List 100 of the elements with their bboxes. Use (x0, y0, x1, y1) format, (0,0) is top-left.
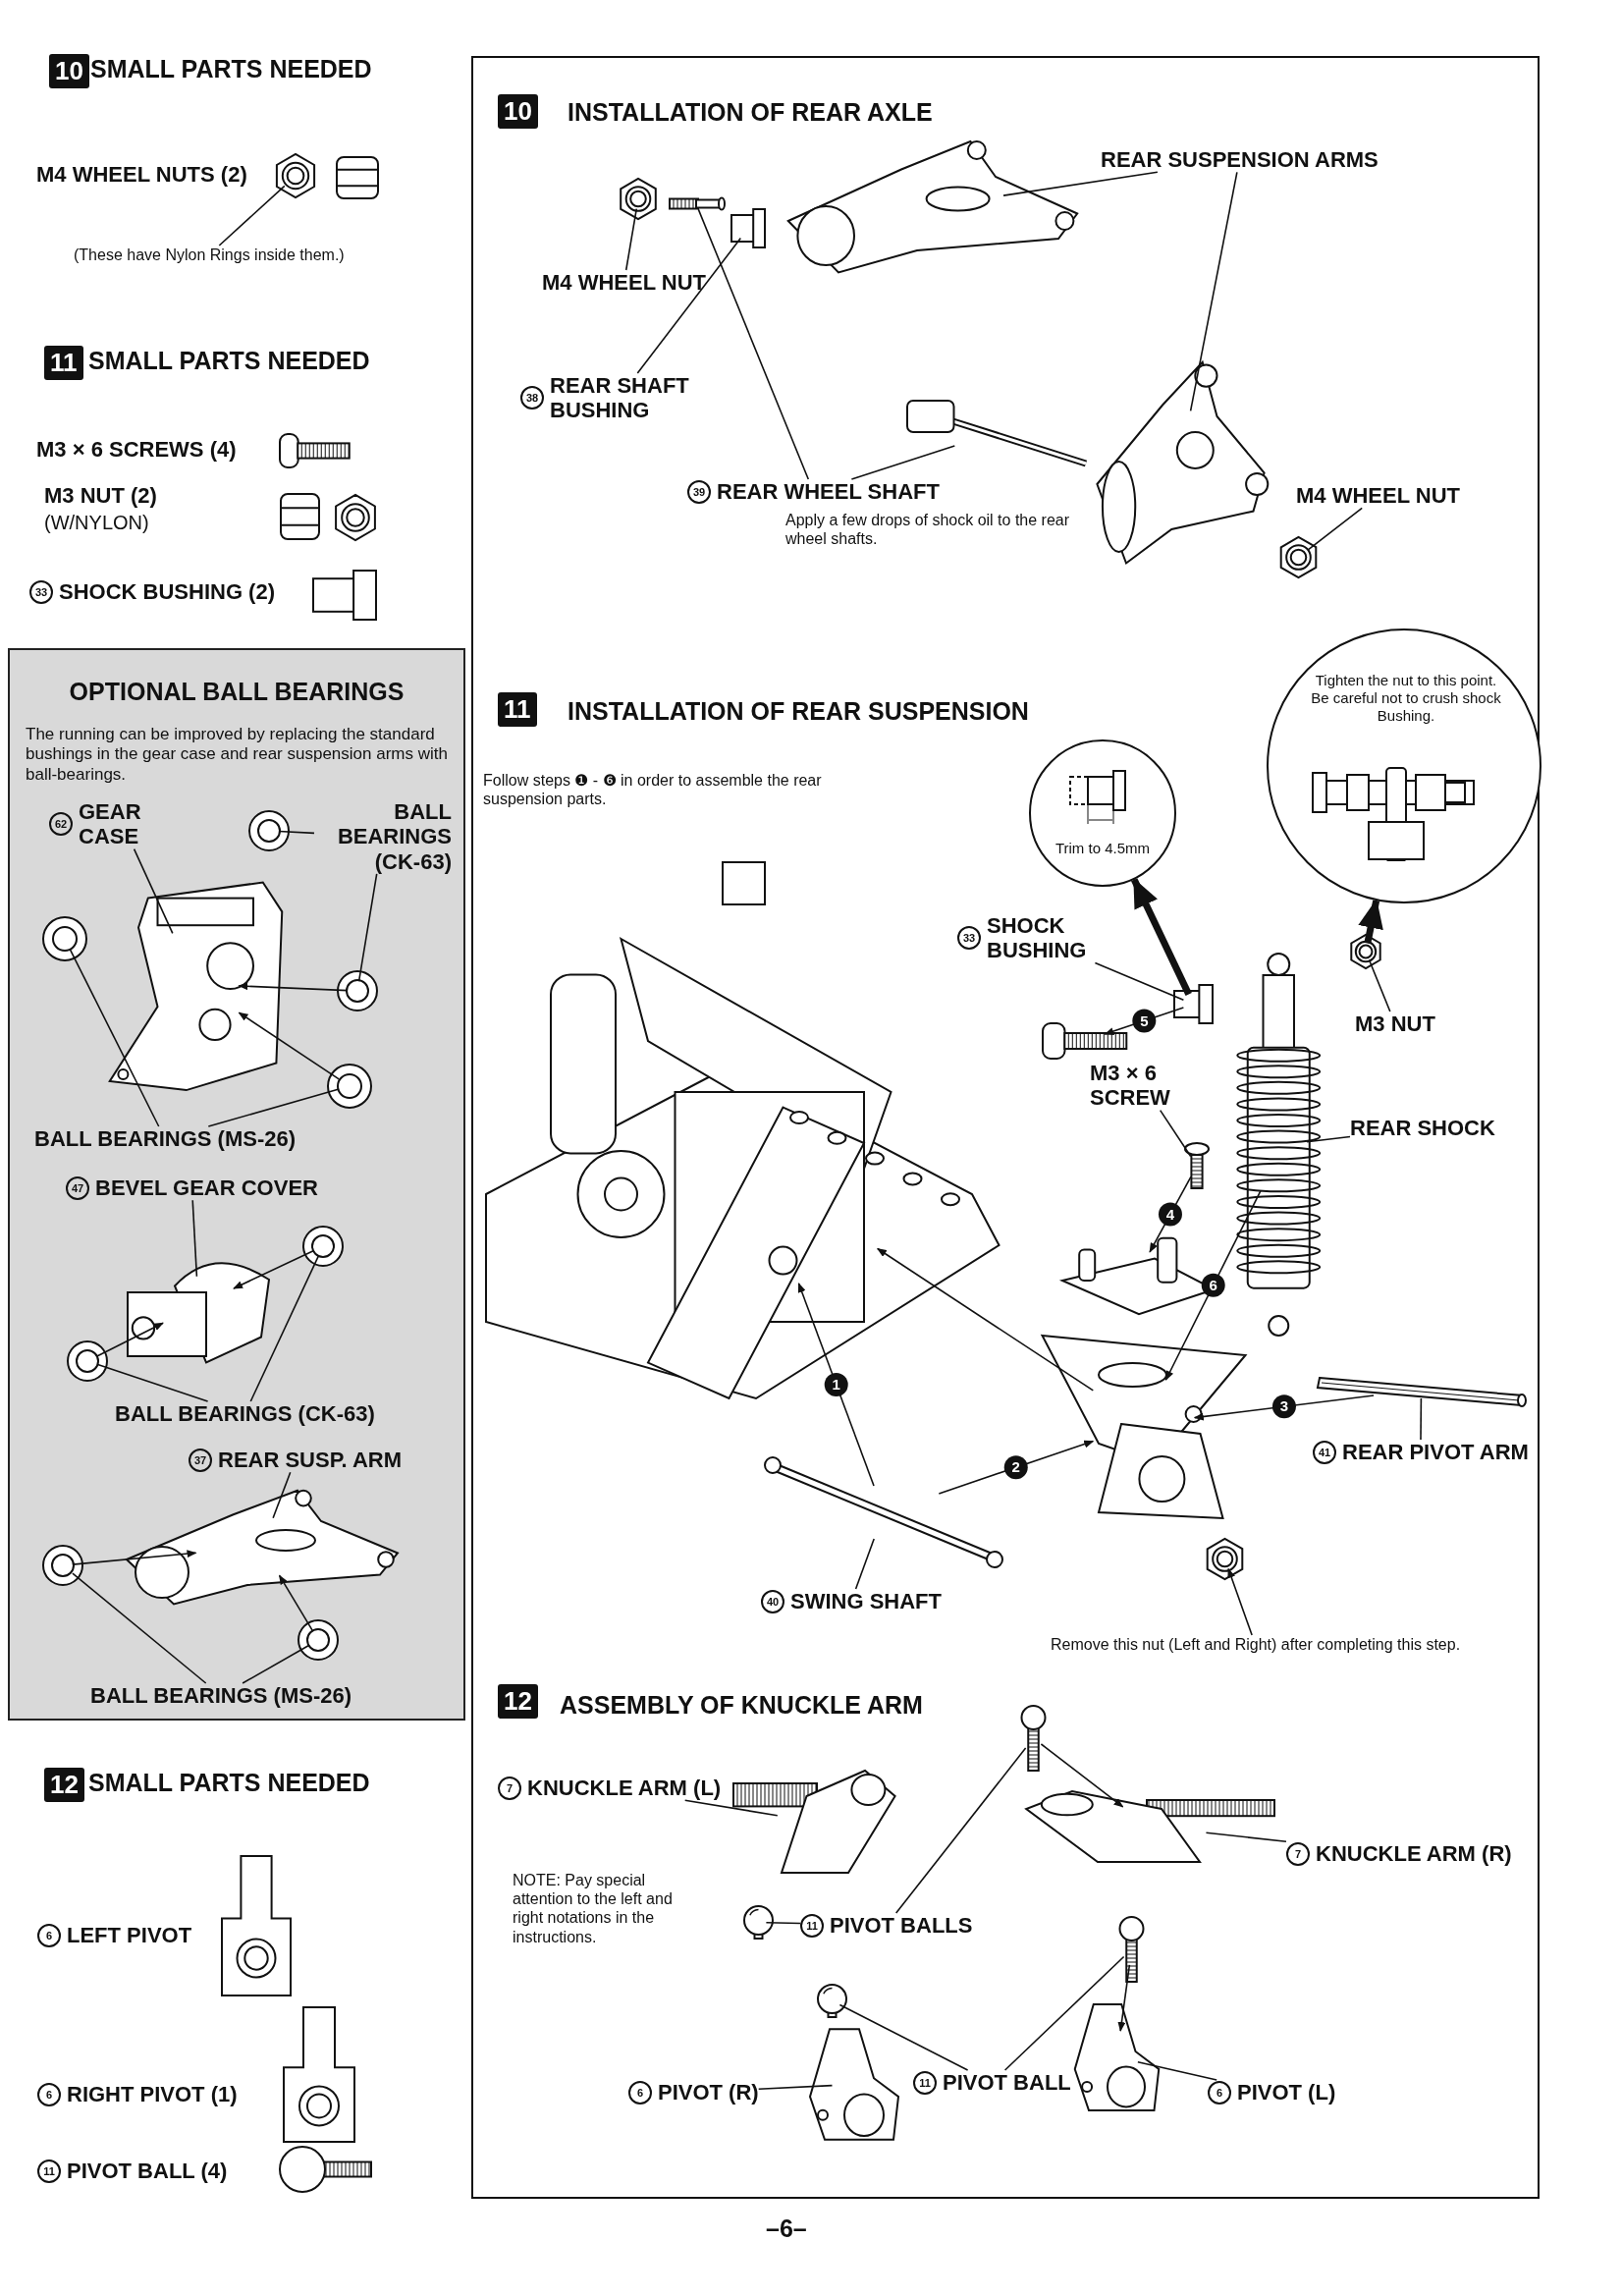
ball-bearing-drawing (301, 1225, 345, 1268)
section-heading: ASSEMBLY OF KNUCKLE ARM (560, 1691, 923, 1720)
leader-line (218, 185, 286, 246)
note-text: Remove this nut (Left and Right) after completing this step. (1051, 1635, 1461, 1655)
note-text: Follow steps ❶ - ❻ in order to assemble the rear suspension parts. (483, 771, 823, 809)
leader-line (1189, 171, 1238, 412)
arrow (1149, 1175, 1192, 1253)
part-label: REAR SUSP. ARM (218, 1448, 403, 1473)
arrow (1040, 1743, 1124, 1808)
leader-line (1003, 1955, 1125, 2071)
leader-line (1205, 1831, 1287, 1842)
ball-bearing-drawing (336, 969, 379, 1012)
part-number: 6 (37, 1923, 61, 1947)
leader-line (1094, 961, 1185, 1002)
leader-line (69, 949, 160, 1127)
leader-line (1307, 507, 1363, 551)
step-number: 4 (1158, 1202, 1182, 1227)
part-label: M3 NUT (2) (44, 483, 157, 509)
arrow (233, 1249, 314, 1289)
arrow (1131, 877, 1192, 996)
ball-bearing-drawing (297, 1618, 340, 1662)
part-label: SHOCK BUSHING (2) (59, 579, 275, 605)
leader-line (72, 1572, 207, 1684)
sidebar-panel (8, 648, 465, 1721)
arrow (1164, 1189, 1262, 1381)
arrow (876, 1247, 1095, 1392)
part-label: M3 NUT (1355, 1011, 1435, 1037)
leader-line (1306, 1135, 1351, 1143)
part-label: M4 WHEEL NUT (1296, 483, 1461, 509)
part-label: GEAR CASE (79, 799, 142, 849)
part-number: 7 (1286, 1841, 1310, 1866)
leader-line (838, 2003, 969, 2071)
part-label: KNUCKLE ARM (L) (527, 1776, 722, 1801)
part-label: REAR WHEEL SHAFT (717, 479, 940, 505)
part-label: PIVOT BALL (4) (67, 2159, 228, 2184)
leader-line (757, 2084, 834, 2091)
leader-line (894, 1747, 1027, 1914)
part-number: 37 (189, 1448, 212, 1472)
section-heading: SMALL PARTS NEEDED (88, 347, 370, 375)
arrow (1227, 1567, 1253, 1636)
section-heading: INSTALLATION OF REAR AXLE (568, 98, 933, 127)
part-number: 6 (1208, 2080, 1231, 2105)
step-number-badge: 11 (44, 346, 83, 380)
leader-line (1002, 171, 1159, 196)
leader-line (357, 873, 378, 982)
panel-text: The running can be improved by replacing the standard bushings in the gear case and rear suspension arms with ball-bearings. (26, 725, 448, 786)
part-number: 11 (37, 2159, 61, 2183)
section-heading: INSTALLATION OF REAR SUSPENSION (568, 697, 1029, 726)
step-number: 3 (1271, 1394, 1296, 1419)
arrow (938, 1440, 1095, 1495)
step-number-badge: 11 (498, 692, 537, 727)
leader-line (850, 445, 956, 480)
leader-line (242, 1644, 309, 1684)
part-label: M4 WHEEL NUTS (2) (36, 162, 247, 188)
part-label: BEVEL GEAR COVER (95, 1175, 318, 1201)
arrow (797, 1283, 875, 1487)
part-number: 6 (37, 2082, 61, 2106)
part-label: PIVOT (L) (1237, 2080, 1336, 2105)
leader-line (278, 830, 315, 835)
arrow (1117, 1964, 1131, 2032)
ball-bearing-drawing (247, 809, 291, 852)
step-number: 2 (1003, 1455, 1028, 1480)
screw-drawing (1041, 1021, 1129, 1061)
arrow (96, 1322, 164, 1357)
part-label: (W/NYLON) (44, 511, 149, 534)
leader-line (272, 1471, 292, 1519)
part-number: 33 (29, 579, 53, 604)
nut-drawing (1347, 933, 1384, 970)
leader-line (765, 1921, 801, 1925)
arrow (1193, 1394, 1375, 1421)
leader-line (207, 1088, 340, 1127)
pivot-ball-drawing (741, 1905, 776, 1940)
leader-line (191, 1199, 198, 1278)
leader-line (1159, 1109, 1192, 1158)
part-number: 7 (498, 1776, 521, 1800)
part-label: KNUCKLE ARM (R) (1316, 1841, 1512, 1867)
part-number: 6 (628, 2080, 652, 2105)
ball-bearing-drawing (41, 915, 88, 962)
step-number: 5 (1132, 1009, 1157, 1033)
leader-line (854, 1538, 875, 1590)
empty-box (722, 861, 766, 905)
part-number: 47 (66, 1175, 89, 1200)
bushing-drawing (1171, 982, 1216, 1026)
note-text: Tighten the nut to this point. Be careful not to crush shock Bushing. (1310, 672, 1502, 725)
leader-line (1137, 2061, 1217, 2081)
ball-bearing-drawing (66, 1339, 109, 1383)
note-text: (These have Nylon Rings inside them.) (74, 246, 345, 265)
leader-line (636, 237, 742, 374)
step-number-badge: 10 (498, 94, 538, 129)
part-label: REAR PIVOT ARM (1342, 1440, 1529, 1465)
part-label: PIVOT (R) (658, 2080, 759, 2105)
panel-heading: OPTIONAL BALL BEARINGS (68, 678, 406, 706)
leader-line (697, 208, 810, 480)
part-number: 11 (913, 2070, 937, 2095)
part-label: PIVOT BALLS (830, 1913, 973, 1939)
step-number-badge: 12 (44, 1768, 84, 1802)
part-label: BALL BEARINGS (MS-26) (34, 1126, 297, 1152)
page-number: –6– (766, 2214, 807, 2243)
part-number: 33 (957, 926, 981, 951)
pivot-ball-drawing (815, 1984, 849, 2018)
